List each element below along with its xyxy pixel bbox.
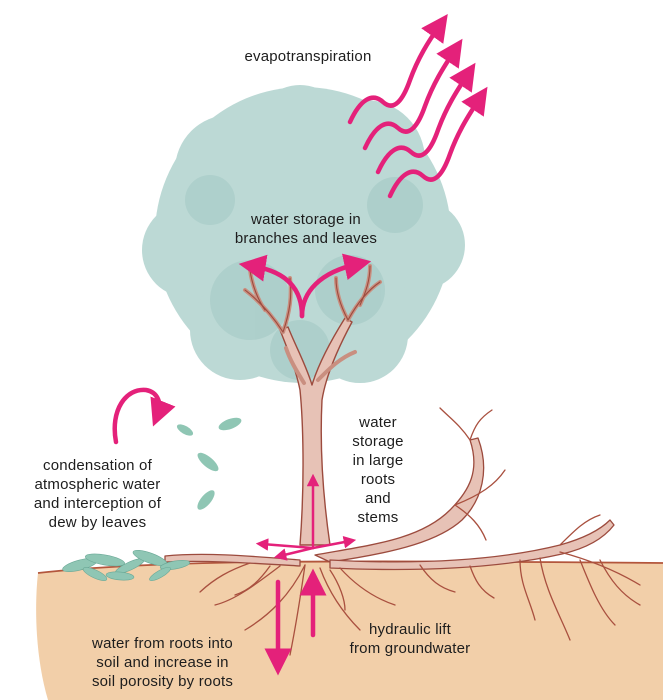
label-water-into-soil: water from roots into soil and increase … [40,634,285,691]
label-root-water-storage: water storage in large roots and stems [328,413,428,527]
label-canopy-water-storage: water storage in branches and leaves [196,210,416,248]
label-evapotranspiration: evapotranspiration [188,47,428,66]
condensation-arrow [115,390,160,442]
label-condensation: condensation of atmospheric water and in… [0,456,195,532]
label-hydraulic-lift: hydraulic lift from groundwater [310,620,510,658]
